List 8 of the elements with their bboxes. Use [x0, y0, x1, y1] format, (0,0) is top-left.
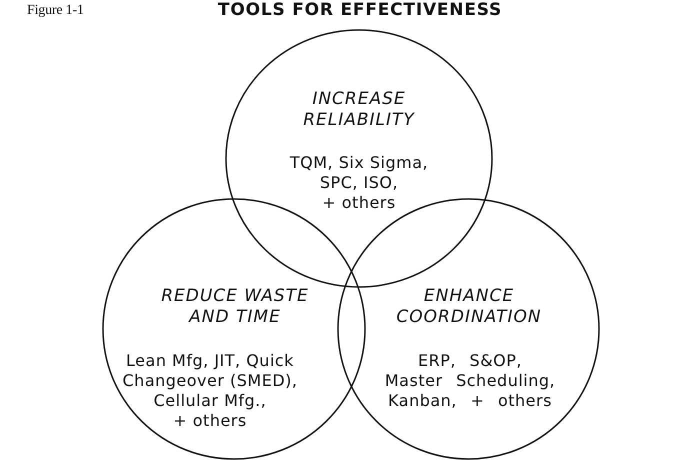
tool-list: ERP, S&OP, Master Scheduling, Kanban, + others	[384, 351, 556, 411]
tool-list: TQM, Six Sigma, SPC, ISO, + others	[284, 153, 434, 213]
circle-heading: REDUCE WASTE AND TIME	[160, 286, 310, 328]
circle-heading: INCREASE RELIABILITY	[302, 89, 416, 131]
diagram-title: TOOLS FOR EFFECTIVENESS	[218, 0, 502, 20]
circle-heading: ENHANCE COORDINATION	[395, 286, 543, 328]
tool-list: Lean Mfg, JIT, Quick Changeover (SMED), Cellular Mfg., + others	[118, 351, 302, 431]
figure-number: Figure 1-1	[27, 3, 84, 19]
